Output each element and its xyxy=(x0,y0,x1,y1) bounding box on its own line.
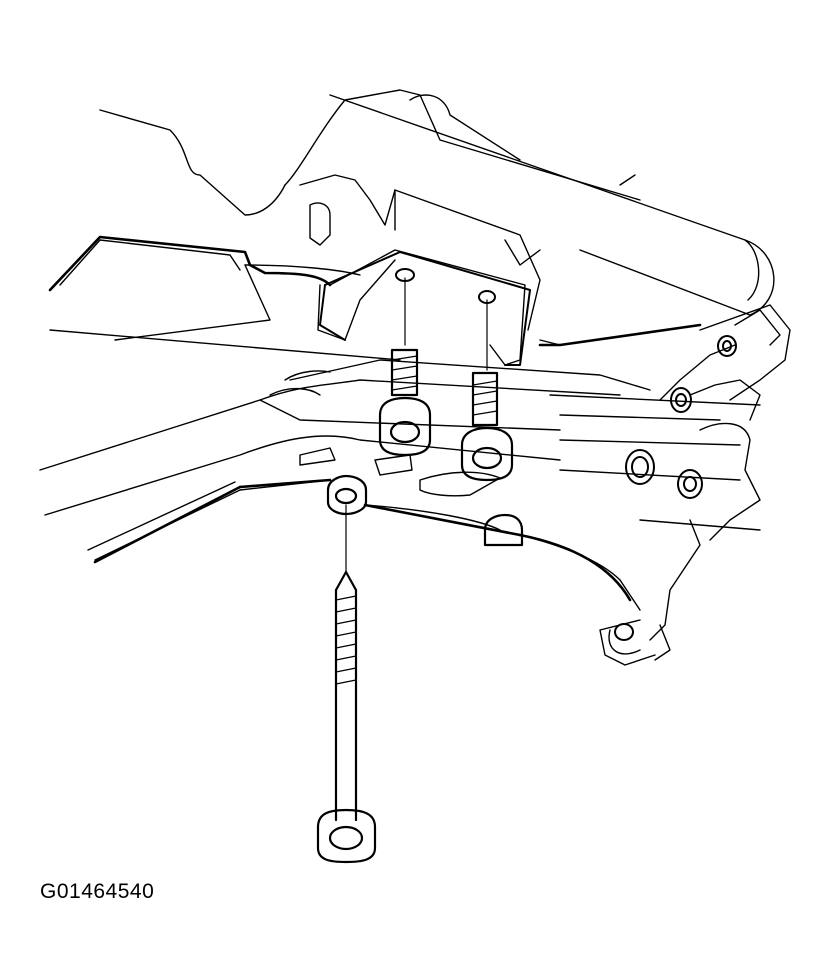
long-bolt xyxy=(316,504,377,864)
crossmember-collar xyxy=(326,474,524,547)
heavy-outline xyxy=(48,235,702,602)
vehicle-body-outline xyxy=(39,89,791,666)
short-bolt-right xyxy=(460,299,514,482)
figure-code: G01464540 xyxy=(40,880,155,903)
short-bolt-left xyxy=(378,277,432,457)
mount-bracket xyxy=(319,251,531,366)
housing-holes xyxy=(614,335,737,641)
